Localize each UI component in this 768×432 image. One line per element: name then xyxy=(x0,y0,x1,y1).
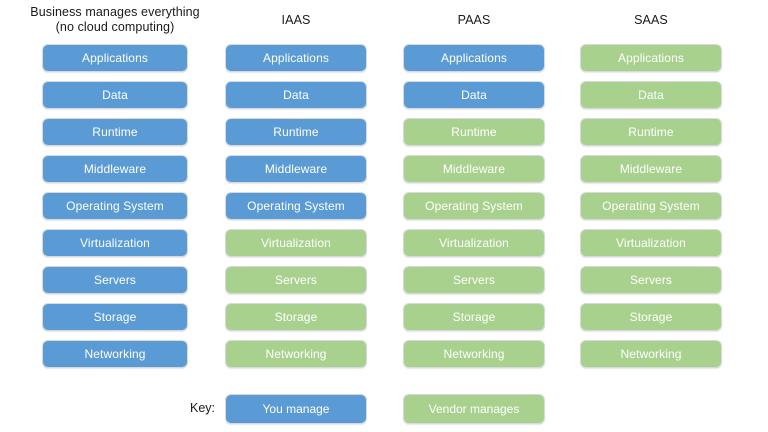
layer-box-networking[interactable]: Networking xyxy=(580,340,722,368)
column-heading-line2: (no cloud computing) xyxy=(55,20,175,34)
legend-swatch-vendor-manages: Vendor manages xyxy=(403,394,545,424)
layer-box-storage[interactable]: Storage xyxy=(403,303,545,331)
layer-box-storage[interactable]: Storage xyxy=(580,303,722,331)
layer-box-virtualization[interactable]: Virtualization xyxy=(403,229,545,257)
layer-stack-on-premises: Applications Data Runtime Middleware Ope… xyxy=(42,44,188,377)
layer-box-middleware[interactable]: Middleware xyxy=(403,155,545,183)
column-heading-line1: Business manages everything xyxy=(30,5,200,19)
layer-box-applications[interactable]: Applications xyxy=(580,44,722,72)
layer-box-runtime[interactable]: Runtime xyxy=(225,118,367,146)
layer-box-virtualization[interactable]: Virtualization xyxy=(42,229,188,257)
column-heading-line1: IAAS xyxy=(281,13,311,27)
legend-swatch-you-manage: You manage xyxy=(225,394,367,424)
column-heading-saas: SAAS xyxy=(634,13,668,28)
legend-label: Key: xyxy=(190,401,216,415)
layer-box-operating-system[interactable]: Operating System xyxy=(403,192,545,220)
layer-box-applications[interactable]: Applications xyxy=(225,44,367,72)
column-saas: SAAS Applications Data Runtime Middlewar… xyxy=(580,0,722,380)
column-heading-on-premises: Business manages everything (no cloud co… xyxy=(30,5,199,35)
layer-box-networking[interactable]: Networking xyxy=(42,340,188,368)
layer-stack-saas: Applications Data Runtime Middleware Ope… xyxy=(580,44,722,377)
column-heading-iaas: IAAS xyxy=(282,13,311,28)
legend-key: Key: You manage Vendor manages xyxy=(0,394,768,426)
column-heading-line1: PAAS xyxy=(457,13,491,27)
layer-box-storage[interactable]: Storage xyxy=(42,303,188,331)
layer-stack-iaas: Applications Data Runtime Middleware Ope… xyxy=(225,44,367,377)
layer-box-servers[interactable]: Servers xyxy=(42,266,188,294)
layer-box-runtime[interactable]: Runtime xyxy=(403,118,545,146)
layer-box-middleware[interactable]: Middleware xyxy=(42,155,188,183)
column-on-premises: Business manages everything (no cloud co… xyxy=(30,0,200,380)
layer-box-data[interactable]: Data xyxy=(225,81,367,109)
layer-box-servers[interactable]: Servers xyxy=(403,266,545,294)
layer-box-operating-system[interactable]: Operating System xyxy=(42,192,188,220)
layer-box-operating-system[interactable]: Operating System xyxy=(580,192,722,220)
layer-box-middleware[interactable]: Middleware xyxy=(580,155,722,183)
layer-box-middleware[interactable]: Middleware xyxy=(225,155,367,183)
layer-box-servers[interactable]: Servers xyxy=(580,266,722,294)
column-iaas: IAAS Applications Data Runtime Middlewar… xyxy=(225,0,367,380)
layer-box-networking[interactable]: Networking xyxy=(403,340,545,368)
layer-box-virtualization[interactable]: Virtualization xyxy=(580,229,722,257)
layer-box-applications[interactable]: Applications xyxy=(403,44,545,72)
layer-box-servers[interactable]: Servers xyxy=(225,266,367,294)
layer-box-runtime[interactable]: Runtime xyxy=(580,118,722,146)
layer-box-data[interactable]: Data xyxy=(403,81,545,109)
layer-box-operating-system[interactable]: Operating System xyxy=(225,192,367,220)
column-paas: PAAS Applications Data Runtime Middlewar… xyxy=(403,0,545,380)
layer-box-applications[interactable]: Applications xyxy=(42,44,188,72)
column-heading-paas: PAAS xyxy=(458,13,491,28)
layer-box-storage[interactable]: Storage xyxy=(225,303,367,331)
layer-stack-paas: Applications Data Runtime Middleware Ope… xyxy=(403,44,545,377)
layer-box-data[interactable]: Data xyxy=(42,81,188,109)
layer-box-data[interactable]: Data xyxy=(580,81,722,109)
column-heading-line1: SAAS xyxy=(634,13,668,27)
layer-box-runtime[interactable]: Runtime xyxy=(42,118,188,146)
layer-box-networking[interactable]: Networking xyxy=(225,340,367,368)
layer-box-virtualization[interactable]: Virtualization xyxy=(225,229,367,257)
